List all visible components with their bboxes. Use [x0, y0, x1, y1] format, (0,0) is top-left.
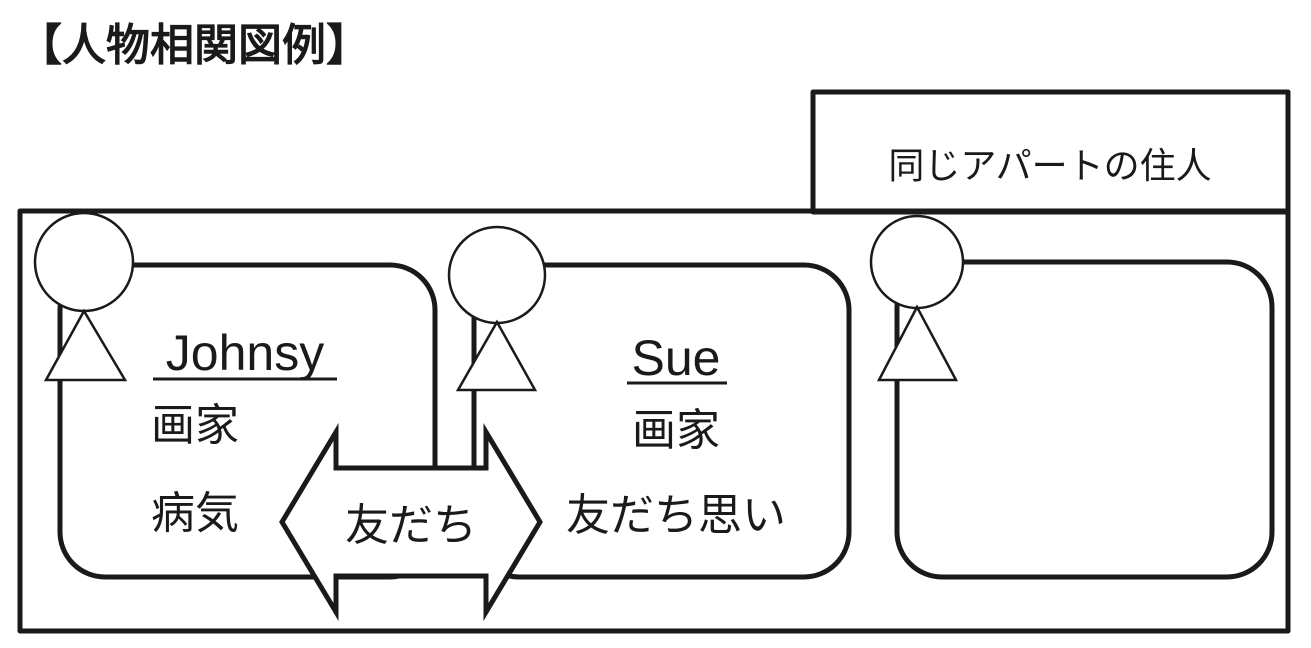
person-body-icon [876, 304, 959, 382]
person-head-icon [447, 225, 547, 325]
character-trait: 病気 [151, 488, 239, 539]
page-title: 【人物相関図例】 [18, 20, 370, 71]
group-label: 同じアパートの住人 [888, 146, 1211, 187]
character-card-johnsy [57, 262, 438, 580]
character-trait: 友だち思い [566, 490, 786, 541]
person-body-icon [43, 308, 128, 382]
person-body-icon [455, 319, 538, 392]
character-name: Sue [632, 330, 721, 386]
character-name: Johnsy [166, 325, 324, 381]
character-card-sue [471, 262, 852, 580]
apartment-frame [17, 208, 1291, 634]
character-card-resident [894, 259, 1275, 580]
person-head-icon [33, 211, 135, 313]
relation-label: 友だち [345, 500, 477, 551]
relation-arrow [279, 422, 543, 622]
character-trait: 画家 [151, 400, 239, 451]
person-head-icon [869, 214, 965, 310]
character-trait: 画家 [632, 405, 720, 456]
